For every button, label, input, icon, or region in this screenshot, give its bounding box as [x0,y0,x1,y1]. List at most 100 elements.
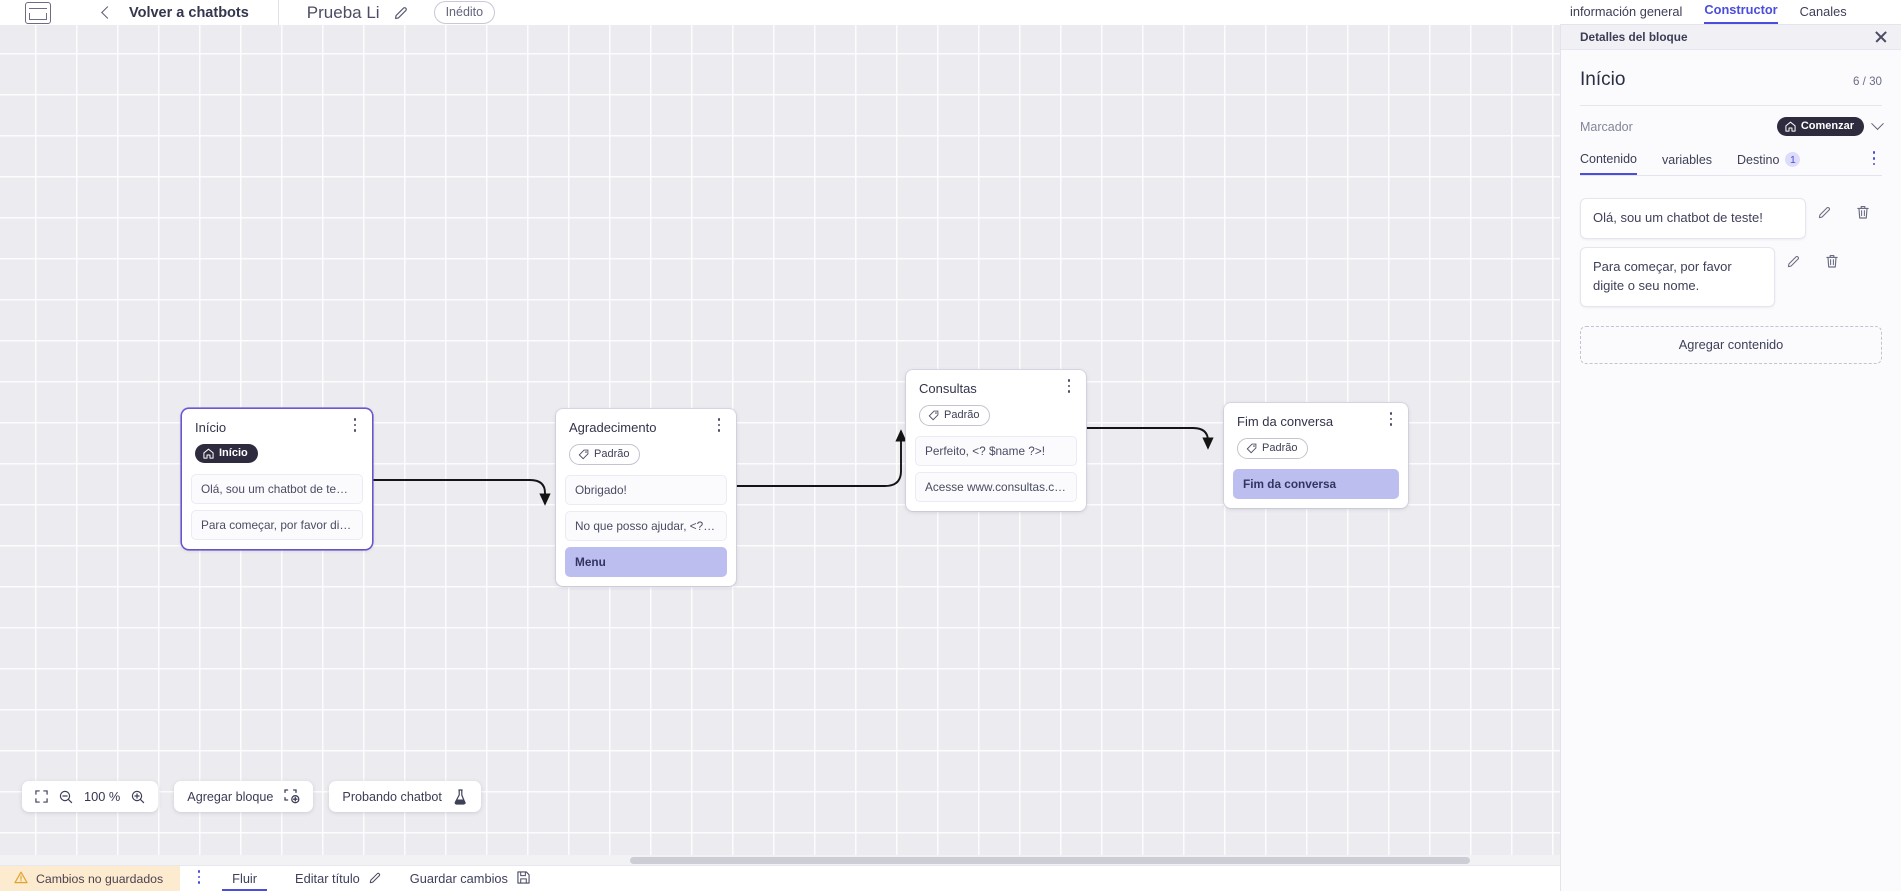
node-title: Início [195,420,227,435]
node-header: Fim da conversa Padrão [1224,403,1408,460]
node-badge-label: Início [219,447,248,460]
flask-icon [453,788,468,805]
node-badge-label: Padrão [1262,442,1298,455]
node-kebab-menu[interactable] [711,418,727,436]
flow-node-agradecimento[interactable]: Agradecimento Padrão Obrigado! No que po… [556,409,736,587]
node-message[interactable]: Perfeito, <? $name ?>! [915,436,1077,467]
edit-title-label: Editar título [295,871,360,886]
node-message-menu[interactable]: Menu [565,547,727,578]
tab-destino[interactable]: Destino 1 [1737,152,1801,174]
tab-canales[interactable]: Canales [1799,4,1847,19]
pencil-icon [369,871,382,887]
node-message[interactable]: Obrigado! [565,475,727,506]
node-badge-label: Padrão [944,409,980,422]
node-badge-label: Padrão [594,448,630,461]
node-title: Fim da conversa [1237,414,1334,429]
node-kebab-menu[interactable] [347,418,363,436]
panel-block-title: Início [1580,69,1626,90]
node-message[interactable]: Para começar, por favor digite o ... [191,509,363,540]
tab-contenido-label: Contenido [1580,151,1637,166]
marcador-row: Marcador Comenzar [1580,106,1884,136]
flow-node-consultas[interactable]: Consultas Padrão Perfeito, <? $name ?>! … [906,370,1086,512]
scrollbar-thumb[interactable] [630,857,1470,864]
zoom-in-icon[interactable] [131,790,145,804]
node-badge-padrao: Padrão [1237,438,1309,460]
add-content-button[interactable]: Agregar contenido [1580,325,1882,364]
tab-variables-label: variables [1662,152,1713,167]
tag-icon [928,410,939,421]
unsaved-changes-banner: Cambios no guardados [0,865,181,891]
trash-icon[interactable] [1813,254,1851,269]
content-row-actions [1775,247,1851,269]
node-messages: Obrigado! No que posso ajudar, <? $name … [556,475,736,578]
zoom-out-icon[interactable] [59,790,73,804]
panel-tabs-kebab-menu[interactable] [1866,151,1882,175]
edge-inicio-agradecimento [373,479,551,506]
block-details-panel: Detalles del bloque Início 6 / 30 Marcad… [1560,25,1901,891]
content-text[interactable]: Olá, sou um chatbot de teste! [1580,198,1806,240]
bottom-status-bar: Cambios no guardados Fluir Editar título… [0,865,1560,891]
node-message-menu[interactable]: Fim da conversa [1233,469,1399,500]
edge-consultas-fim [1086,427,1214,450]
marcador-value-badge[interactable]: Comenzar [1776,117,1864,136]
panel-header-title: Detalles del bloque [1580,30,1688,44]
tab-variables[interactable]: variables [1662,153,1712,174]
node-message[interactable]: Olá, sou um chatbot de teste! [191,473,363,504]
node-header: Agradecimento Padrão [556,409,736,466]
flow-node-inicio[interactable]: Início Início Olá, sou um chatbot de tes… [182,409,372,549]
node-message[interactable]: Acesse www.consultas.com par... [915,472,1077,503]
add-block-icon [284,789,300,804]
test-chatbot-button[interactable]: Probando chatbot [329,781,481,812]
content-row: Para começar, por favor digite o seu nom… [1580,247,1882,307]
divider [1580,105,1882,106]
tag-icon [1246,443,1257,454]
content-row-actions [1806,198,1882,220]
marcador-control: Comenzar [1776,117,1884,136]
node-messages: Fim da conversa [1224,469,1408,500]
node-badge-padrao: Padrão [569,444,641,466]
node-kebab-menu[interactable] [1061,379,1077,397]
divider [277,0,279,37]
node-messages: Olá, sou um chatbot de teste! Para começ… [182,473,372,540]
status-badge: Inédito [433,1,496,24]
tab-informacion-general[interactable]: información general [1570,4,1683,19]
tab-contenido[interactable]: Contenido [1580,152,1637,175]
pencil-icon[interactable] [1806,205,1844,219]
node-badge-padrao: Padrão [919,405,991,427]
save-changes-button[interactable]: Guardar cambios [410,870,530,887]
back-to-chatbots-link[interactable]: Volver a chatbots [129,4,249,21]
tab-destino-label: Destino [1737,152,1780,167]
close-icon[interactable] [1874,30,1888,44]
node-header: Consultas Padrão [906,370,1086,427]
add-block-label: Agregar bloque [187,789,274,804]
flow-canvas[interactable]: Início Início Olá, sou um chatbot de tes… [0,25,1560,865]
node-badge-inicio: Início [195,444,258,464]
zoom-level: 100 % [84,789,121,804]
save-disk-icon [517,870,530,887]
panel-title-row: Início 6 / 30 [1580,50,1882,91]
chevron-left-icon[interactable] [101,6,114,19]
app-logo-icon [25,1,51,24]
node-kebab-menu[interactable] [1383,412,1399,430]
node-message[interactable]: No que posso ajudar, <? $name ... [565,511,727,542]
trash-icon[interactable] [1844,205,1882,220]
canvas-horizontal-scrollbar[interactable] [0,855,1560,865]
canvas-toolbar: 100 % Agregar bloque [22,781,481,812]
tab-fluir[interactable]: Fluir [222,867,268,891]
chevron-down-icon[interactable] [1871,117,1884,131]
home-icon [1785,121,1796,132]
edit-title-button[interactable]: Editar título [295,871,382,887]
flow-node-fim-da-conversa[interactable]: Fim da conversa Padrão Fim da conversa [1224,403,1408,509]
content-text[interactable]: Para começar, por favor digite o seu nom… [1580,247,1775,307]
content-list: Olá, sou um chatbot de teste! [1580,198,1882,307]
top-bar: Volver a chatbots Prueba Li Inédito [0,0,1560,37]
warning-triangle-icon [14,871,28,887]
pencil-icon[interactable] [1775,254,1813,268]
add-block-button[interactable]: Agregar bloque [174,781,314,812]
panel-tabs: Contenido variables Destino 1 [1580,151,1882,177]
tab-constructor[interactable]: Constructor [1704,2,1778,24]
fit-screen-icon[interactable] [35,790,48,803]
statusbar-kebab-menu[interactable] [190,870,208,887]
node-title: Consultas [919,381,977,396]
pencil-icon[interactable] [394,5,409,20]
